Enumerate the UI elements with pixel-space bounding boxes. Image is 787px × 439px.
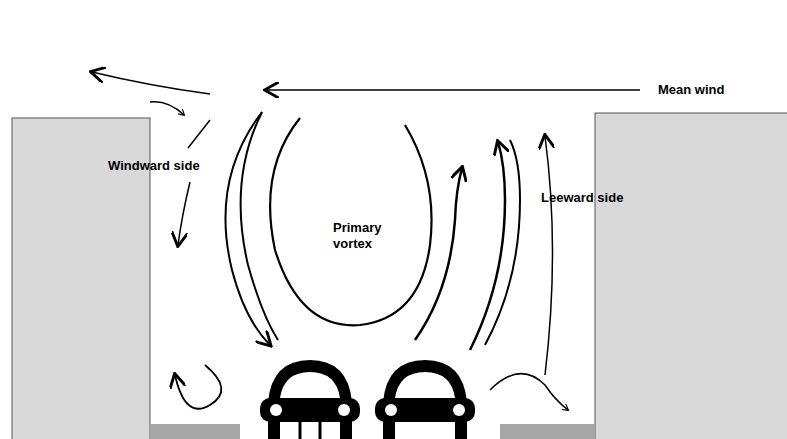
corner-eddy [175,365,221,409]
vortex-arrow [470,142,505,350]
vortex-arrow [415,168,462,340]
vortex-arrow [485,140,520,345]
corner-eddy [490,374,568,410]
flow-label: Mean wind [658,82,778,98]
car-icon [375,360,475,439]
flow-arrow [178,182,190,245]
right-pavement [500,424,595,439]
right-building [595,113,787,439]
vortex-arrow [241,112,278,340]
car-icon [260,360,360,439]
vortex-loop [270,118,431,325]
flow-arrow [150,102,184,115]
flow-label: Windward side [108,158,228,174]
mean-wind-arrow [266,89,640,91]
left-pavement [150,424,240,439]
leeward-arrow [545,136,553,375]
flow-arrow [92,72,210,94]
flow-line [188,120,210,148]
flow-label: Leeward side [541,190,651,206]
flow-label: Primary vortex [333,220,395,252]
